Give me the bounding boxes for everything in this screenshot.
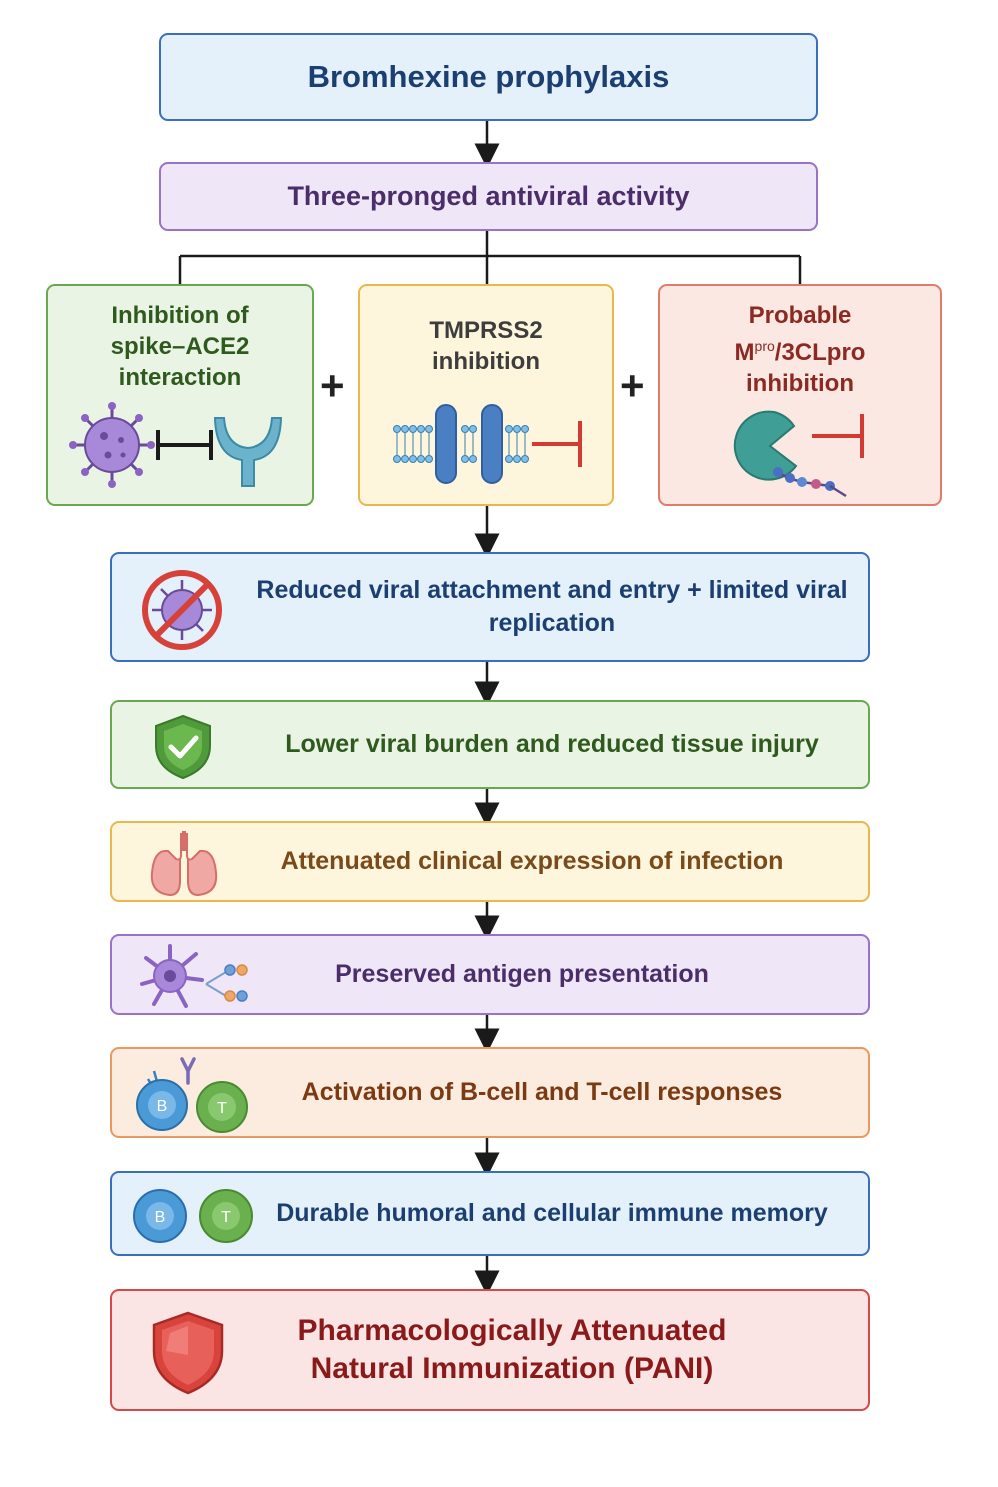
step-1-text: Reduced viral attachment and entry + lim… bbox=[256, 576, 848, 637]
title-text: Bromhexine prophylaxis bbox=[307, 59, 670, 94]
b-t-cells-antibody-icon: B T bbox=[136, 1057, 248, 1133]
step-2-text: Lower viral burden and reduced tissue in… bbox=[285, 730, 819, 758]
polypeptide-chain-icon bbox=[773, 467, 847, 498]
block-symbol-icon bbox=[156, 430, 213, 460]
step-4-text: Preserved antigen presentation bbox=[335, 960, 709, 988]
t-cell-icon: T bbox=[196, 1081, 248, 1133]
protease-enzyme-icon bbox=[733, 410, 798, 481]
virus-icon bbox=[69, 402, 155, 488]
lipid-bilayer-icon bbox=[393, 425, 529, 463]
mechanism-mpro: Probable Mpro/3CLpro inhibition bbox=[658, 284, 942, 506]
antibody-icon bbox=[180, 1057, 196, 1085]
dendritic-cell-icon bbox=[140, 944, 248, 1008]
no-virus-icon bbox=[142, 570, 222, 650]
step-bt-activation: B T Activation of B-cell and T-cell resp… bbox=[110, 1047, 870, 1138]
plus-sign-1: + bbox=[320, 362, 345, 409]
final-text: Pharmacologically Attenuated Natural Imm… bbox=[297, 1314, 727, 1385]
protease-inhibition-icon bbox=[733, 410, 864, 498]
inhibition-symbol-icon bbox=[532, 421, 582, 467]
virus-blocks-receptor-icon bbox=[69, 402, 283, 488]
step-lower-burden: Lower viral burden and reduced tissue in… bbox=[110, 700, 870, 789]
svg-text:B: B bbox=[155, 1209, 166, 1226]
mechanism-spike-ace2: Inhibition of spike–ACE2 interaction bbox=[46, 284, 314, 506]
step-immune-memory: B T Durable humoral and cellular immune … bbox=[110, 1171, 870, 1256]
mpro-label: Mpro/3CLpro bbox=[734, 338, 866, 366]
activity-box: Three-pronged antiviral activity bbox=[159, 162, 818, 231]
plus-sign-2: + bbox=[620, 362, 645, 409]
lungs-icon bbox=[150, 831, 218, 897]
svg-text:T: T bbox=[217, 1100, 227, 1117]
mechanism-3-title: Probable Mpro/3CLpro inhibition bbox=[660, 300, 940, 399]
mechanism-2-title: TMPRSS2 inhibition bbox=[429, 317, 543, 375]
step-antigen-presentation: Preserved antigen presentation bbox=[110, 934, 870, 1015]
title-box: Bromhexine prophylaxis bbox=[159, 33, 818, 121]
mechanism-1-title: Inhibition of spike–ACE2 interaction bbox=[110, 302, 250, 391]
shield-icon bbox=[152, 1311, 224, 1395]
b-cell-icon: B bbox=[133, 1189, 187, 1243]
step-3-text: Attenuated clinical expression of infect… bbox=[280, 847, 784, 875]
step-6-text: Durable humoral and cellular immune memo… bbox=[276, 1199, 828, 1227]
transmembrane-protein-icon bbox=[435, 404, 503, 484]
t-cell-icon: T bbox=[199, 1189, 253, 1243]
shield-check-icon bbox=[155, 714, 211, 780]
tmprss2-membrane-icon bbox=[393, 404, 582, 484]
step-attenuated-clinical: Attenuated clinical expression of infect… bbox=[110, 821, 870, 902]
activity-text: Three-pronged antiviral activity bbox=[287, 181, 690, 211]
mechanism-tmprss2: TMPRSS2 inhibition bbox=[358, 284, 614, 506]
step-reduced-entry: Reduced viral attachment and entry + lim… bbox=[110, 552, 870, 662]
svg-text:B: B bbox=[157, 1098, 168, 1115]
b-cell-icon: B bbox=[136, 1070, 188, 1131]
antigen-fragments-icon bbox=[205, 964, 248, 1002]
inhibition-symbol-icon bbox=[812, 414, 864, 458]
b-t-cells-icon: B T bbox=[133, 1189, 253, 1243]
final-pani-box: Pharmacologically Attenuated Natural Imm… bbox=[110, 1289, 870, 1411]
ace2-receptor-icon bbox=[213, 417, 283, 487]
svg-text:T: T bbox=[221, 1209, 231, 1226]
step-5-text: Activation of B-cell and T-cell response… bbox=[301, 1078, 783, 1106]
